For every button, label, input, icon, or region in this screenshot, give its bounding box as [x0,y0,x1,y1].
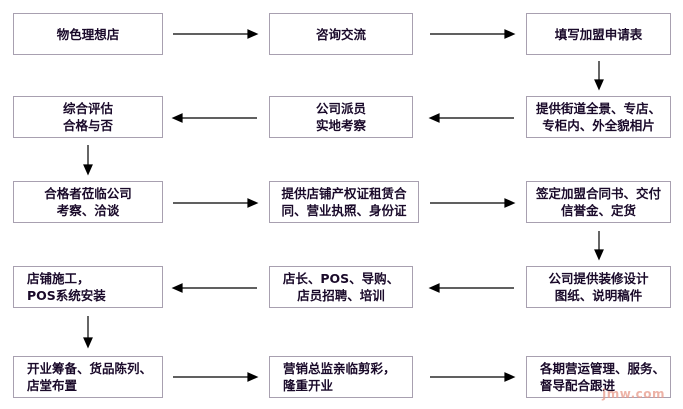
step-12-label: 店铺施工， POS系统安装 [27,271,106,303]
step-11-label: 店长、POS、导购、 店员招聘、培训 [282,271,400,303]
step-14-box: 营销总监亲临剪彩， 隆重开业 [269,356,413,398]
step-14-label: 营销总监亲临剪彩， 隆重开业 [283,361,396,393]
step-13-box: 开业筹备、货品陈列、 店堂布置 [13,356,163,398]
step-10-box: 公司提供装修设计 图纸、说明稿件 [526,266,671,308]
step-11-box: 店长、POS、导购、 店员招聘、培训 [269,266,413,308]
step-7-box: 合格者莅临公司 考察、洽谈 [13,181,163,223]
step-5-label: 公司派员 实地考察 [315,101,366,133]
step-15-label: 各期营运管理、服务、 督导配合跟进 [540,361,666,393]
step-8-box: 提供店铺产权证租赁合 同、营业执照、身份证 [269,181,419,223]
step-9-label: 签定加盟合同书、交付 信誉金、定货 [535,186,661,218]
step-3-label: 填写加盟申请表 [554,26,643,42]
step-8-label: 提供店铺产权证租赁合 同、营业执照、身份证 [281,186,407,218]
step-2-label: 咨询交流 [315,26,366,42]
step-10-label: 公司提供装修设计 图纸、说明稿件 [548,271,649,303]
step-4-label: 提供街道全景、专店、 专柜内、外全貌相片 [535,101,661,133]
step-1-box: 物色理想店 [13,13,163,55]
step-4-box: 提供街道全景、专店、 专柜内、外全貌相片 [526,96,671,138]
step-3-box: 填写加盟申请表 [526,13,671,55]
step-13-label: 开业筹备、货品陈列、 店堂布置 [27,361,153,393]
step-1-label: 物色理想店 [56,26,120,42]
step-7-label: 合格者莅临公司 考察、洽谈 [44,186,132,218]
step-5-box: 公司派员 实地考察 [269,96,413,138]
step-6-box: 综合评估 合格与否 [13,96,163,138]
step-9-box: 签定加盟合同书、交付 信誉金、定货 [526,181,671,223]
watermark: jmw.com [602,387,665,401]
step-12-box: 店铺施工， POS系统安装 [13,266,163,308]
step-2-box: 咨询交流 [269,13,413,55]
step-15-box: 各期营运管理、服务、 督导配合跟进 [526,356,671,398]
step-6-label: 综合评估 合格与否 [62,101,113,133]
